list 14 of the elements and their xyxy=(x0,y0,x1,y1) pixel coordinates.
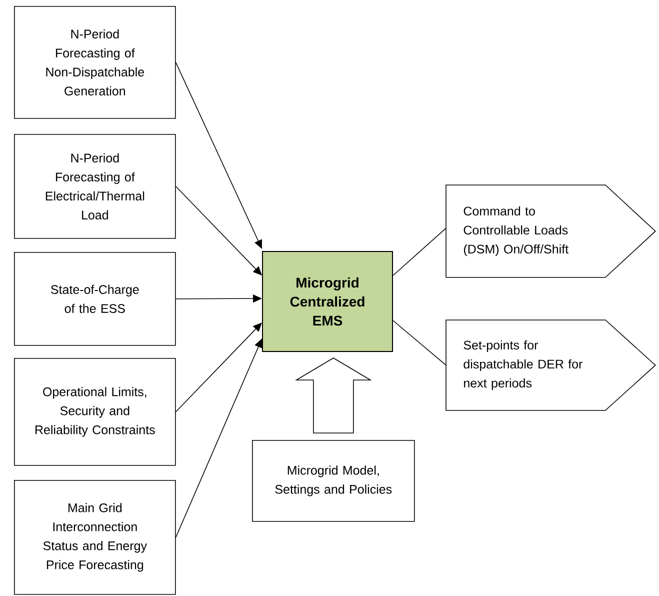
output-pentagon: Command to Controllable Loads (DSM) On/Off/Shift xyxy=(446,184,656,278)
output-pentagon: Set-points for dispatchable DER for next periods xyxy=(446,320,656,411)
ems-box: Microgrid Centralized EMS xyxy=(262,251,393,352)
connector-line xyxy=(392,320,446,366)
input-box: N-Period Forecasting of Non-Dispatchable Generation xyxy=(14,6,176,119)
input-box: State-of-Charge of the ESS xyxy=(14,252,176,346)
input-box: N-Period Forecasting of Electrical/Thermal Load xyxy=(14,134,176,239)
input-box: Main Grid Interconnection Status and Energy Price Forecasting xyxy=(14,480,176,595)
block-arrow xyxy=(294,358,372,434)
arrow xyxy=(175,186,262,276)
arrow xyxy=(175,322,262,412)
input-box: Microgrid Model, Settings and Policies xyxy=(252,440,415,522)
connector-line xyxy=(392,228,446,276)
input-box: Operational Limits, Security and Reliability Constraints xyxy=(14,358,176,466)
